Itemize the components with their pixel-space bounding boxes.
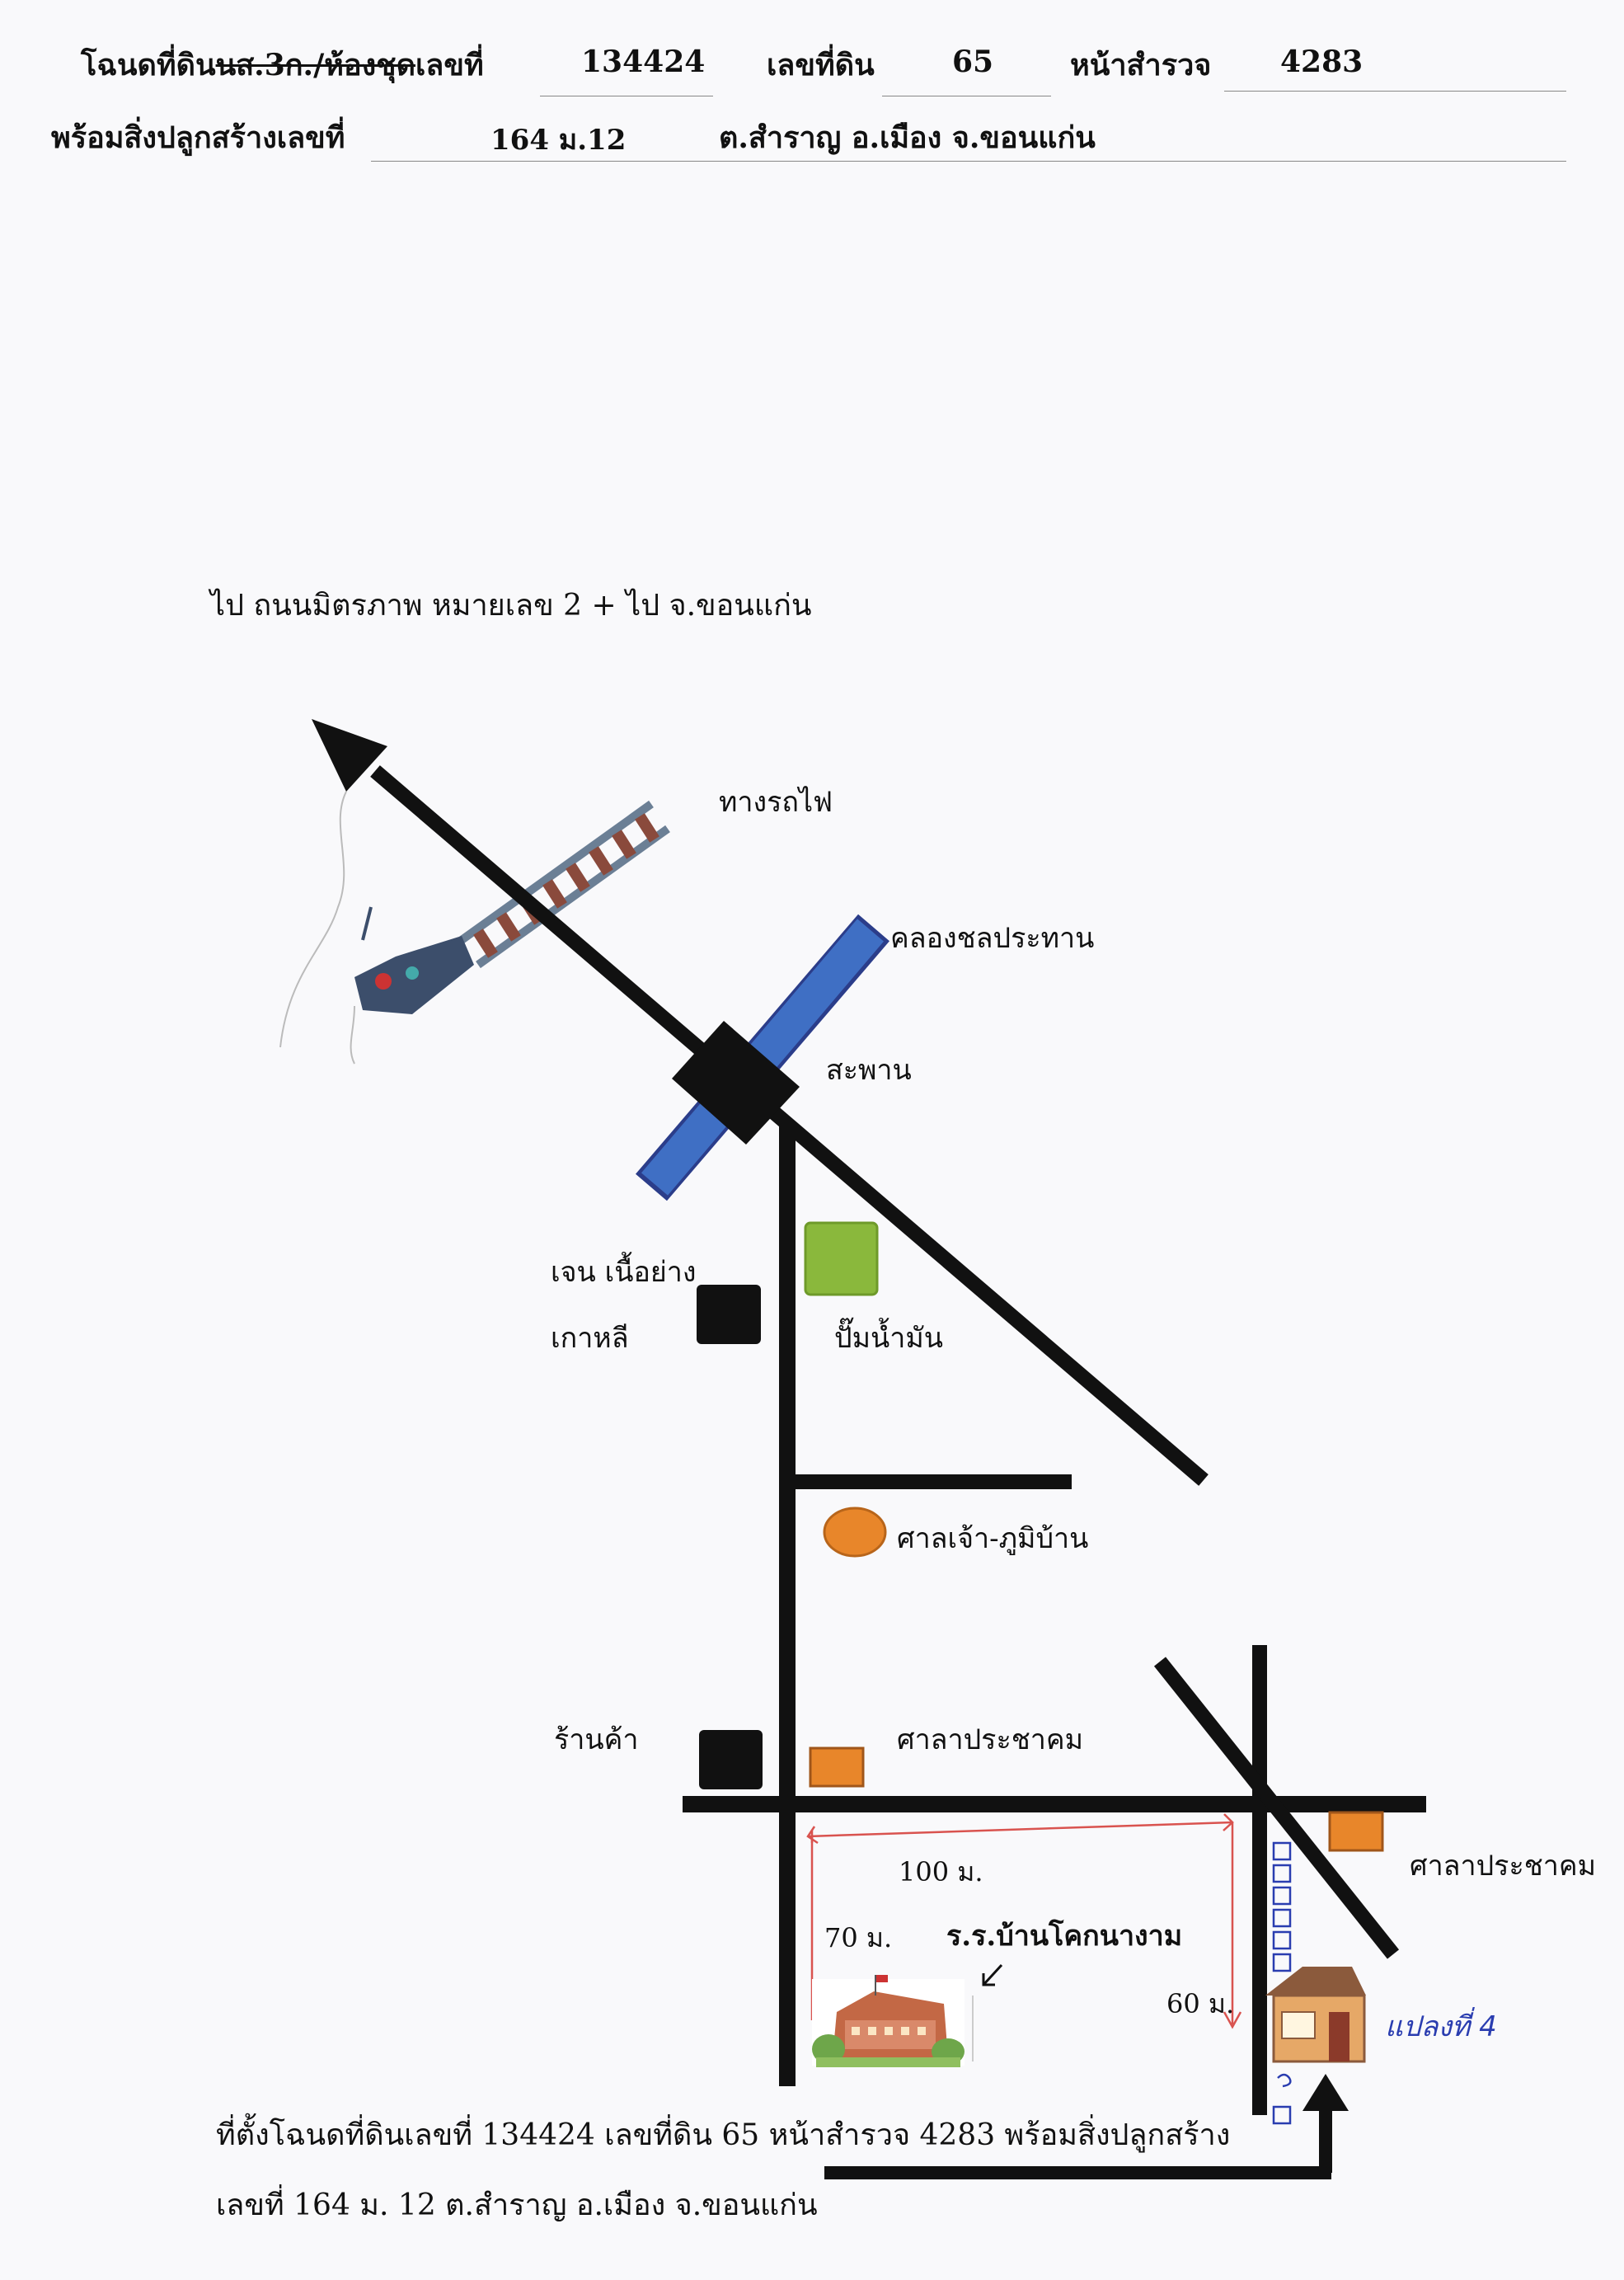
railway-label: ทางรถไฟ <box>719 786 833 819</box>
bridge-block <box>672 1021 800 1145</box>
handwritten-plot-marks <box>1272 1841 1292 2125</box>
access-arrow-head <box>1302 2074 1349 2111</box>
direction-note: ไป ถนนมิตรภาพ หมายเลข 2 + ไป จ.ขอนแก่น <box>210 589 812 623</box>
railway-track <box>459 800 670 969</box>
title-prefix: โฉนดที่ดินนส.3ก./ห้องชุดเลขที่ <box>81 41 484 88</box>
korean-bbq-label-line2: เกาหลี <box>551 1322 629 1355</box>
shop-marker <box>699 1730 763 1789</box>
school-image <box>812 1975 974 2067</box>
korean-bbq-marker <box>697 1285 761 1344</box>
footer-line-1: ที่ตั้งโฉนดที่ดินเลขที่ 134424 เลขที่ดิน… <box>216 2118 1231 2152</box>
school-pointer-arrow <box>982 1963 1003 1986</box>
shop-label: ร้านค้า <box>554 1723 639 1756</box>
community-hall-marker <box>809 1746 865 1788</box>
title-prefix-text: โฉนดที่ดิน <box>81 48 216 82</box>
canal-label: คลองชลประทาน <box>890 922 1095 955</box>
bridge-label: สะพาน <box>826 1054 912 1087</box>
community-hall-2-label: ศาลาประชาคม <box>1410 1850 1597 1883</box>
survey-number: 4283 <box>1280 45 1364 79</box>
deed-number: 134424 <box>581 45 706 79</box>
gas-station-label: ปั๊มน้ำมัน <box>834 1322 943 1355</box>
right-diagonal-road <box>1153 1657 1400 1959</box>
shrine-marker <box>823 1507 887 1558</box>
north-arrow-head <box>312 719 387 792</box>
location-text: ต.สำราญ อ.เมือง จ.ขอนแก่น <box>719 120 1096 155</box>
gas-station-marker <box>804 1221 879 1296</box>
train-icon <box>279 791 474 1065</box>
community-hall-2-marker <box>1328 1811 1384 1852</box>
survey-number-underline <box>1224 91 1566 92</box>
land-number: 65 <box>952 45 994 79</box>
deed-no-label: เลขที่ <box>415 48 484 82</box>
building-number: 164 ม.12 <box>490 124 627 157</box>
korean-bbq-label-line1: เจน เนื้อย่าง <box>551 1256 697 1289</box>
distance-100m: 100 ม. <box>899 1856 983 1887</box>
survey-label: หน้าสำรวจ <box>1070 48 1212 82</box>
school-label: ร.ร.บ้านโคกนางาม <box>946 1920 1183 1953</box>
handwritten-plot-note: แปลงที่ 4 <box>1385 2010 1497 2043</box>
title-struck-text: นส.3ก./ห้องชุด <box>215 48 415 82</box>
distance-60m: 60 ม. <box>1166 1988 1235 2019</box>
land-no-label: เลขที่ดิน <box>767 48 875 82</box>
building-underline <box>371 161 1566 162</box>
distance-70m: 70 ม. <box>824 1922 893 1953</box>
footer-line-2: เลขที่ 164 ม. 12 ต.สำราญ อ.เมือง จ.ขอนแก… <box>216 2188 818 2222</box>
community-hall-label: ศาลาประชาคม <box>897 1723 1084 1756</box>
shrine-label: ศาลเจ้า-ภูมิบ้าน <box>897 1522 1089 1555</box>
building-label: พร้อมสิ่งปลูกสร้างเลขที่ <box>51 120 345 155</box>
house-icon <box>1265 1967 1366 2063</box>
